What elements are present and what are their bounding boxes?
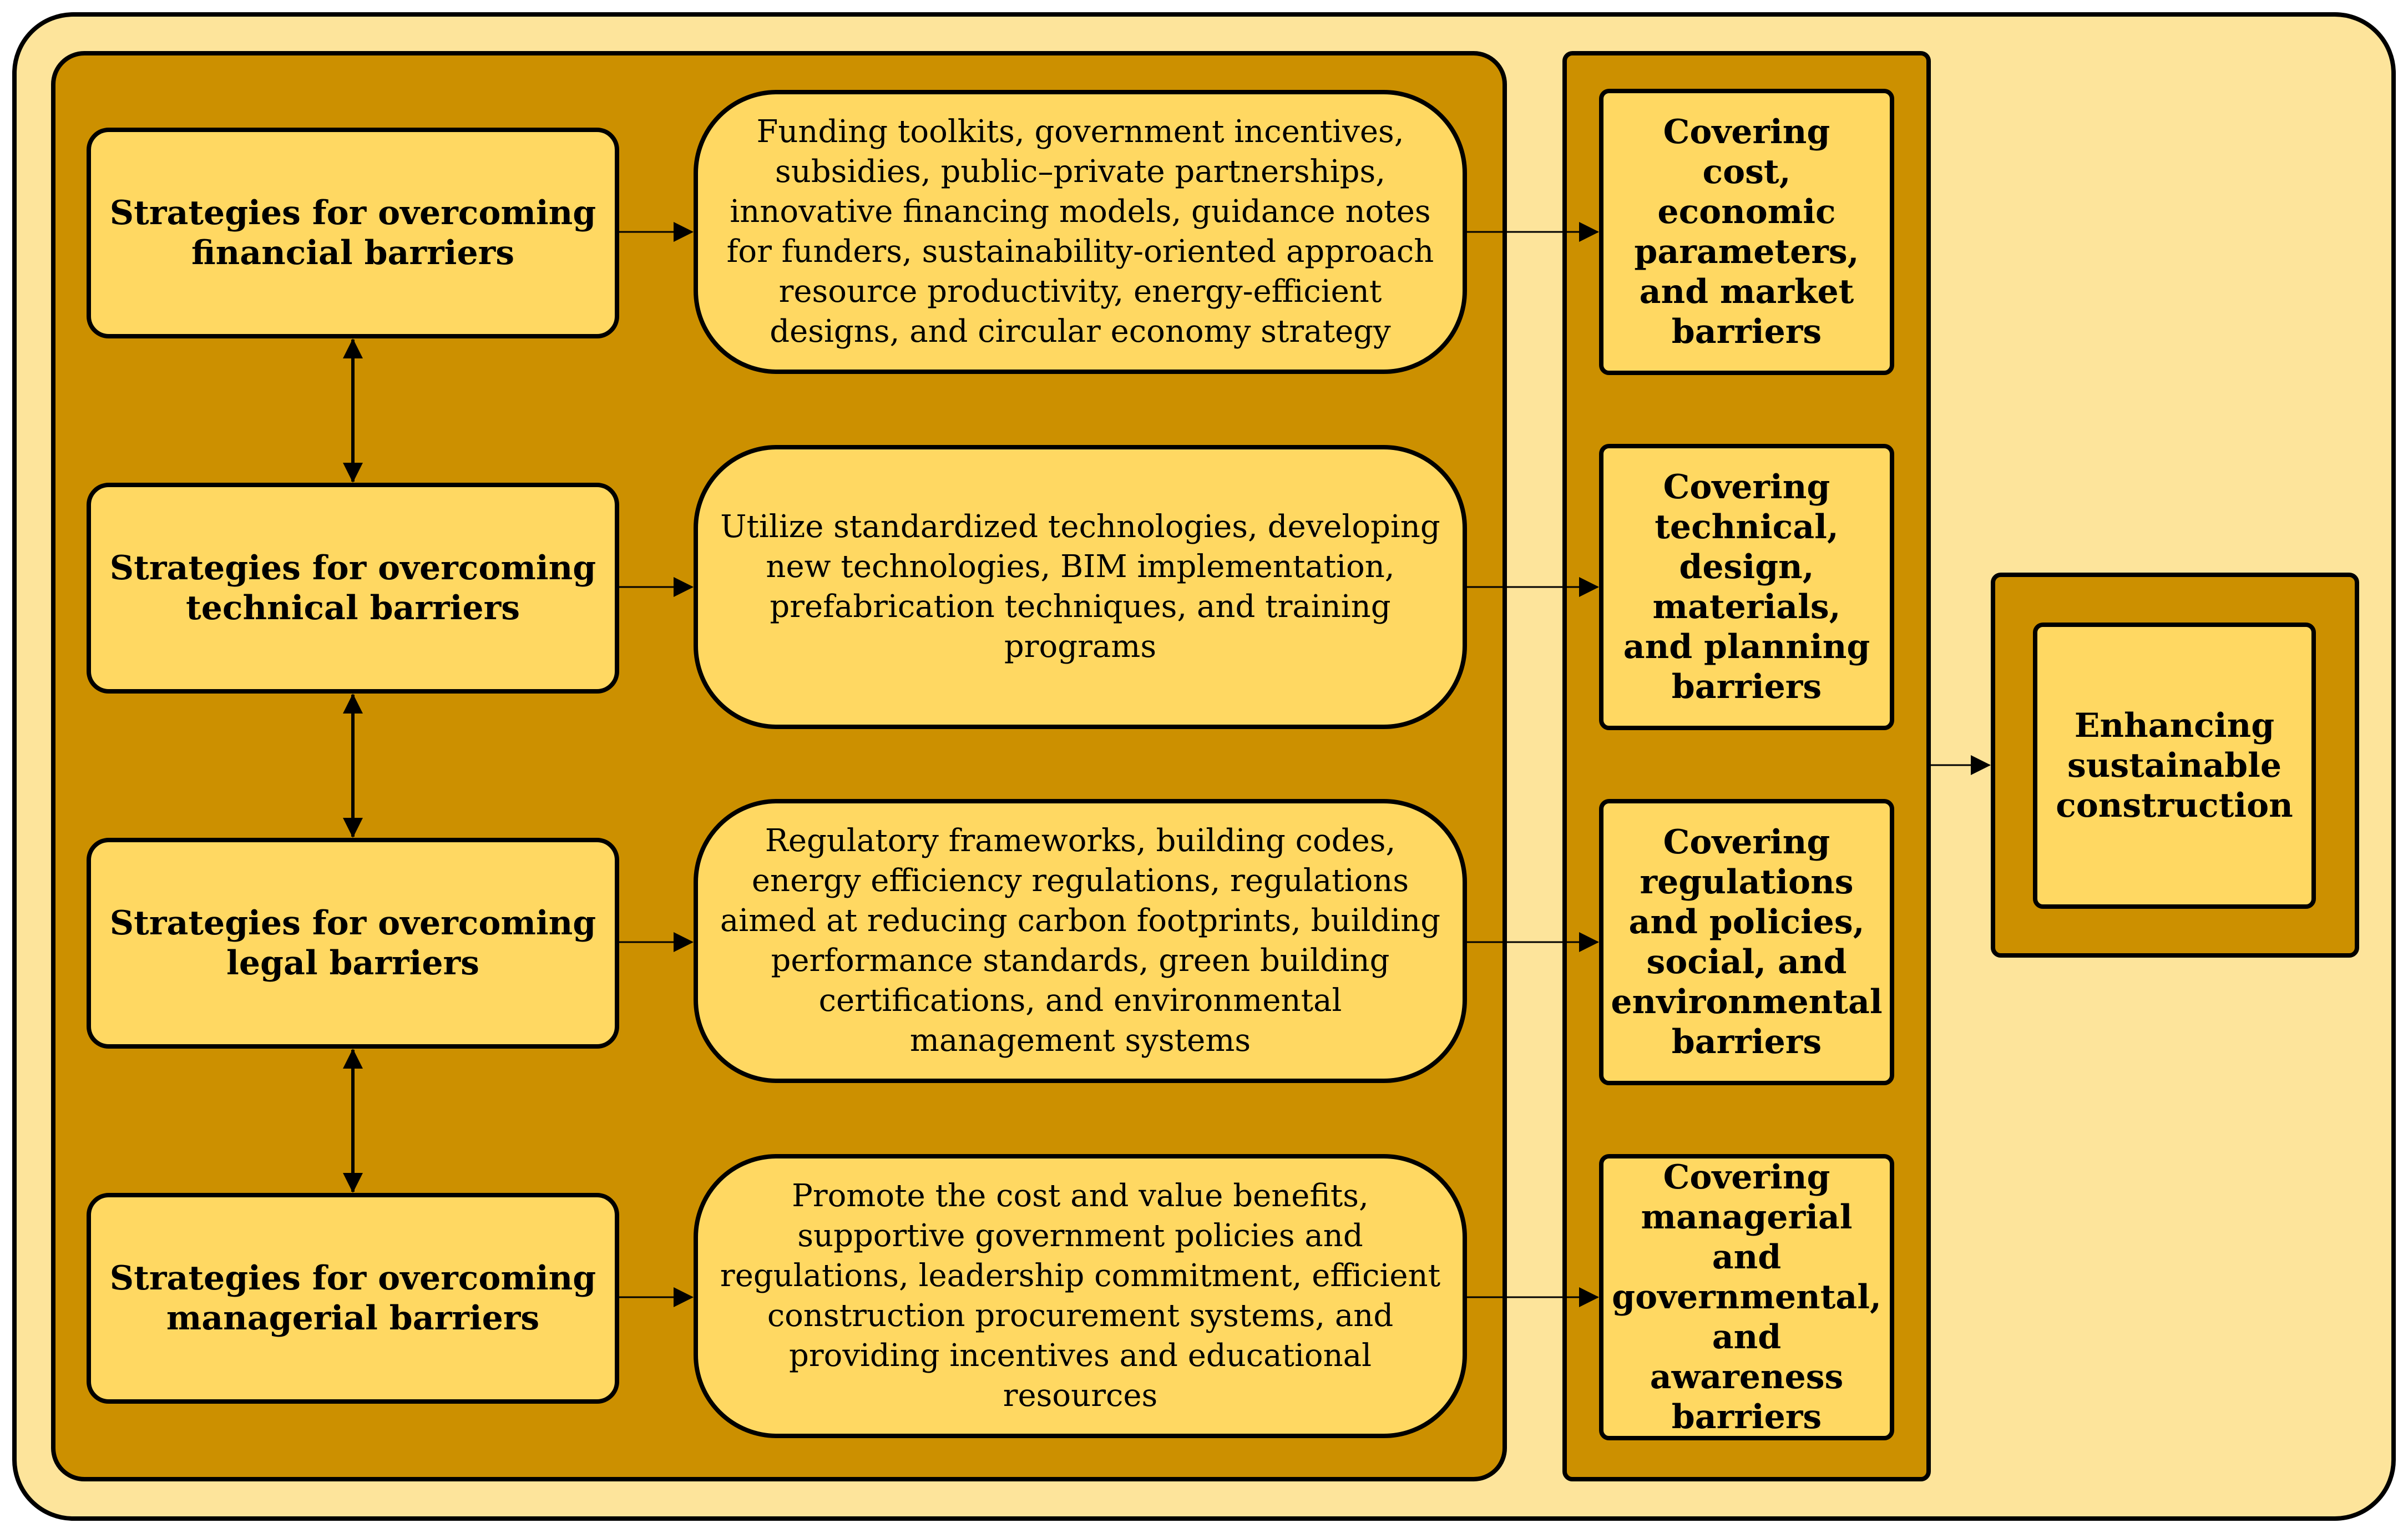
coverage-box-regulations: Covering regulations and policies, socia… (1599, 799, 1894, 1085)
coverage-text-cost: Covering cost, economic parameters, and … (1634, 113, 1859, 351)
strategy-label-legal: Strategies for overcoming legal barriers (109, 904, 596, 983)
strategy-box-technical: Strategies for overcoming technical barr… (87, 483, 619, 694)
detail-text-technical: Utilize standardized technologies, devel… (720, 509, 1440, 665)
goal-box: Enhancing sustainable construction (2033, 623, 2316, 909)
coverage-text-managerial: Covering managerial and governmental, an… (1612, 1158, 1881, 1436)
coverage-text-technical: Covering technical, design, materials, a… (1623, 468, 1870, 706)
detail-box-financial: Funding toolkits, government incentives,… (694, 90, 1467, 374)
coverage-box-cost: Covering cost, economic parameters, and … (1599, 89, 1894, 375)
strategy-label-managerial: Strategies for overcoming managerial bar… (109, 1259, 596, 1338)
detail-box-legal: Regulatory frameworks, building codes, e… (694, 799, 1467, 1083)
strategy-box-managerial: Strategies for overcoming managerial bar… (87, 1193, 619, 1404)
strategy-box-financial: Strategies for overcoming financial barr… (87, 128, 619, 338)
detail-text-financial: Funding toolkits, government incentives,… (726, 114, 1434, 350)
goal-text: Enhancing sustainable construction (2056, 706, 2293, 825)
strategy-label-financial: Strategies for overcoming financial barr… (109, 194, 596, 272)
detail-text-legal: Regulatory frameworks, building codes, e… (720, 823, 1441, 1059)
coverage-box-managerial: Covering managerial and governmental, an… (1599, 1154, 1894, 1440)
detail-text-managerial: Promote the cost and value benefits, sup… (720, 1178, 1441, 1414)
detail-box-technical: Utilize standardized technologies, devel… (694, 445, 1467, 729)
strategy-box-legal: Strategies for overcoming legal barriers (87, 838, 619, 1049)
detail-box-managerial: Promote the cost and value benefits, sup… (694, 1154, 1467, 1438)
strategy-label-technical: Strategies for overcoming technical barr… (109, 549, 596, 628)
coverage-text-regulations: Covering regulations and policies, socia… (1611, 823, 1883, 1061)
coverage-box-technical: Covering technical, design, materials, a… (1599, 444, 1894, 730)
